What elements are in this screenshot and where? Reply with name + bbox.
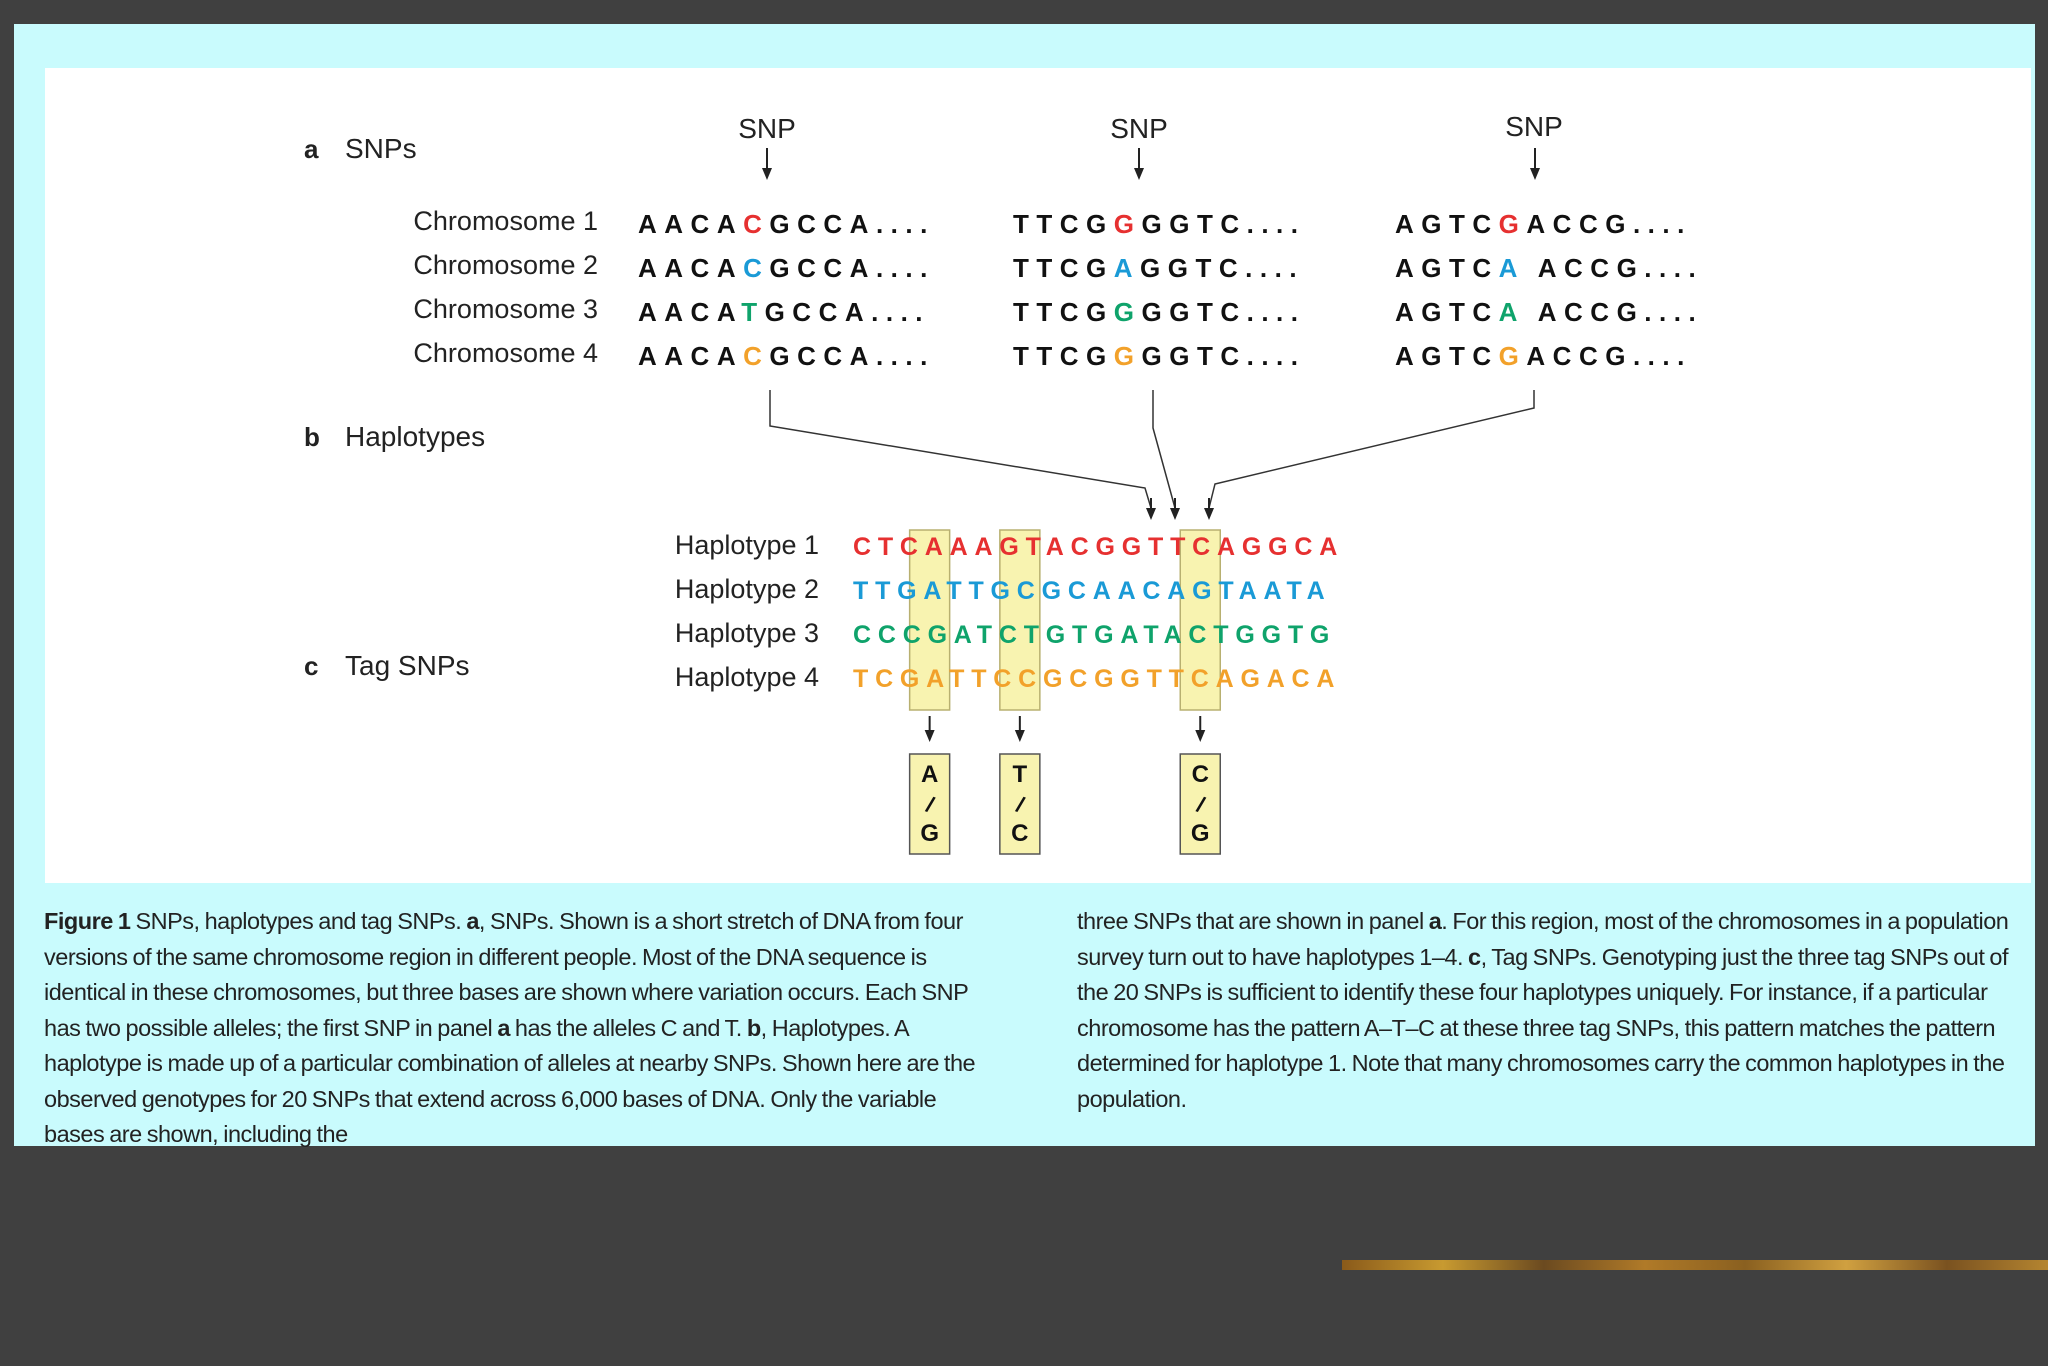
chromosome-sequence: AGTCA ACCG.... <box>1395 253 1703 283</box>
panel-title-a: SNPs <box>345 133 417 164</box>
tag-arrow-head <box>924 730 935 742</box>
chromosome-sequence: AACACGCCA.... <box>638 253 935 283</box>
snp-arrow-head <box>762 168 772 180</box>
chromosome-sequence: AGTCGACCG.... <box>1395 209 1692 239</box>
snp-marker-label: SNP <box>738 113 796 144</box>
chromosome-sequence: TTCGGGGTC.... <box>1013 297 1306 327</box>
tag-snp-column-highlight <box>908 529 951 711</box>
snp-diagram: a SNPs b Haplotypes c Tag SNPs SNP SNP SNP Chromo… <box>304 111 1703 855</box>
chromosome-sequence: AACACGCCA.... <box>638 209 935 239</box>
caption-bold-text: a <box>466 908 479 934</box>
caption-bold-text: a <box>1428 908 1442 934</box>
snp-marker-label: SNP <box>1110 113 1168 144</box>
panel-letter-c: c <box>304 651 318 681</box>
panel-title-b: Haplotypes <box>345 421 485 452</box>
haplotype-arrow-head <box>1204 508 1214 520</box>
panel-letter-b: b <box>304 422 320 452</box>
photo-strip <box>1342 1260 2048 1270</box>
figure-frame: a SNPs b Haplotypes c Tag SNPs SNP SNP SNP Chromo… <box>14 24 2035 1147</box>
haplotype-sequence: CCCGATCTGTGATACTGGTG <box>853 621 1336 649</box>
tag-snp-column-highlight <box>1179 529 1221 711</box>
chromosome-sequence: TTCGAGGTC.... <box>1013 253 1304 283</box>
chromosome-label: Chromosome 2 <box>413 250 598 280</box>
haplotype-label: Haplotype 1 <box>675 530 819 560</box>
tag-snp-allele-top: C <box>1192 761 1209 788</box>
diagram-panel: a SNPs b Haplotypes c Tag SNPs SNP SNP SNP Chromo… <box>45 68 2031 883</box>
snp-marker-label: SNP <box>1505 111 1563 142</box>
chromosome-sequence: AGTCGACCG.... <box>1395 341 1692 371</box>
haplotype-arrow-head <box>1170 508 1180 520</box>
tag-snp-box <box>1179 753 1221 855</box>
tag-snp-box <box>999 753 1041 855</box>
tag-snp-allele-bottom: G <box>1191 820 1210 847</box>
tag-snp-allele-bottom: G <box>920 820 939 847</box>
snp-arrow-head <box>1134 168 1144 180</box>
haplotype-label: Haplotype 2 <box>675 574 819 604</box>
panel-letter-a: a <box>304 134 319 164</box>
tag-arrow-head <box>1014 730 1025 742</box>
caption-left-column: Figure 1 SNPs, haplotypes and tag SNPs. … <box>44 908 976 1147</box>
haplotype-arrow-head <box>1146 508 1156 520</box>
chromosome-sequence: TTCGGGGTC.... <box>1013 209 1306 239</box>
chromosome-sequence: AACACGCCA.... <box>638 341 935 371</box>
haplotype-sequence: CTCAAAGTACGGTTCAGGCA <box>853 533 1344 561</box>
connector-line-3 <box>1208 390 1535 509</box>
connector-line-1 <box>769 390 1152 509</box>
chromosome-sequence: TTCGGGGTC.... <box>1013 341 1306 371</box>
caption-bold-text: b <box>746 1014 761 1041</box>
chromosome-label: Chromosome 4 <box>413 338 598 368</box>
tag-snp-allele-top: A <box>921 761 938 788</box>
haplotype-label: Haplotype 4 <box>675 662 819 692</box>
caption-bold-text: c <box>1468 943 1481 970</box>
haplotype-sequence: TTGATTGCGCAACAGTAATA <box>853 577 1332 605</box>
chromosome-sequence: AACATGCCA.... <box>638 297 930 327</box>
snp-arrow-head <box>1530 168 1540 180</box>
caption-bold-text: Figure 1 <box>44 908 131 934</box>
panel-title-c: Tag SNPs <box>345 650 470 681</box>
haplotype-sequence: TCGATTCCGCGGTTCAGACA <box>853 665 1341 693</box>
chromosome-label: Chromosome 1 <box>413 206 598 236</box>
connector-line-2 <box>1152 390 1176 509</box>
tag-snp-allele-bottom: C <box>1011 820 1028 847</box>
tag-snp-column-highlight <box>999 529 1041 711</box>
caption-right-column: three SNPs that are shown in panel a. Fo… <box>1077 908 2009 1112</box>
chromosome-sequence: AGTCA ACCG.... <box>1395 297 1703 327</box>
tag-snp-box <box>908 753 951 855</box>
chromosome-label: Chromosome 3 <box>413 294 598 324</box>
haplotype-label: Haplotype 3 <box>675 618 819 648</box>
caption-bold-text: a <box>497 1014 510 1041</box>
tag-arrow-head <box>1195 730 1206 742</box>
tag-snp-allele-top: T <box>1013 761 1028 788</box>
